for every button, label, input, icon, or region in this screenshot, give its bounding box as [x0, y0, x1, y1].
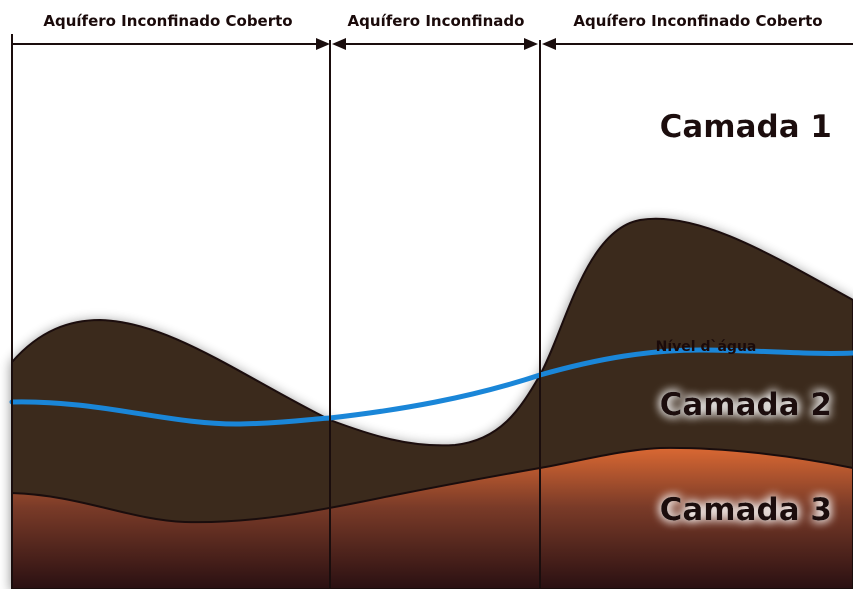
zone-label-middle: Aquífero Inconfinado: [348, 12, 525, 30]
layer-2-label: Camada 2: [660, 387, 832, 423]
layer-1-label: Camada 1: [660, 109, 832, 145]
layer-3-label: Camada 3: [660, 492, 832, 528]
water-table-line: [9, 347, 853, 427]
zone-label-left: Aquífero Inconfinado Coberto: [43, 12, 292, 30]
layer-3-body: [11, 446, 853, 589]
zone-dimension-arrows: [12, 38, 853, 50]
water-table-label: Nível d`água: [656, 339, 757, 355]
zone-label-right: Aquífero Inconfinado Coberto: [573, 12, 822, 30]
